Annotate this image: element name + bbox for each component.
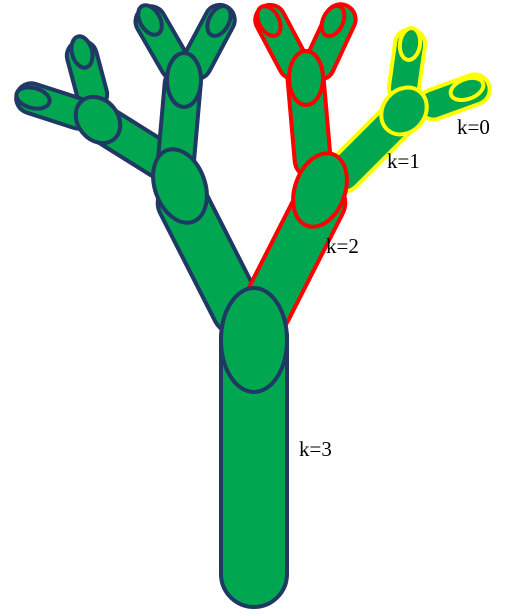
joint-node xyxy=(289,51,323,105)
label-k3: k=3 xyxy=(299,437,332,461)
label-k2: k=2 xyxy=(326,234,359,258)
joint-node xyxy=(167,53,201,107)
label-k1: k=1 xyxy=(387,149,420,173)
label-k0: k=0 xyxy=(457,115,490,139)
joint-node xyxy=(221,288,287,392)
